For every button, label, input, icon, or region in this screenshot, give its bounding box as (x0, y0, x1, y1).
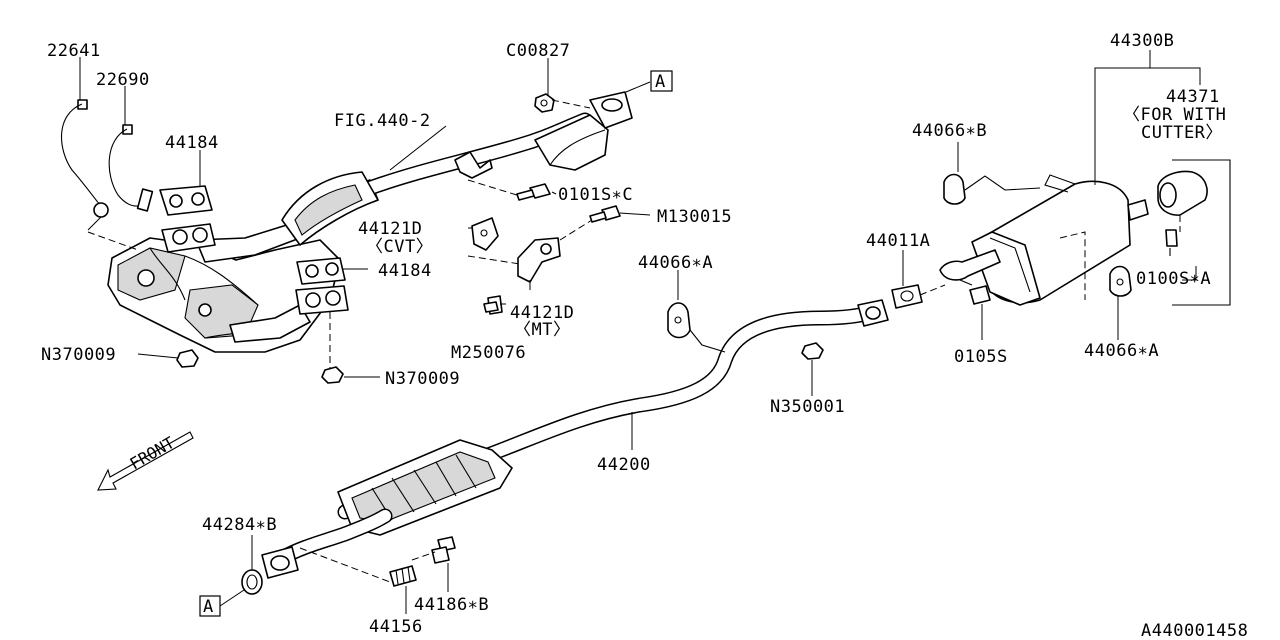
nut-n370009-mid (321, 366, 344, 384)
label-nut-top: C00827 (506, 41, 570, 61)
ref-top-label: A (655, 72, 666, 92)
hanger-44066-b (943, 173, 1041, 205)
pipe-flange-front (261, 546, 299, 579)
label-hanger-b: 44066∗B (912, 121, 987, 141)
bracket-cvt (471, 217, 499, 251)
label-hanger-a-center: 44066∗A (638, 253, 713, 273)
diagram-id: A440001458 (1141, 621, 1248, 640)
exhaust-manifold (107, 237, 341, 353)
label-cutter: 44371 (1166, 87, 1220, 107)
pipe-flange-rear (857, 299, 889, 327)
label-bolt-44186: 44186∗B (414, 595, 489, 615)
label-stud: M250076 (451, 343, 526, 363)
label-hanger-a-rear: 44066∗A (1084, 341, 1159, 361)
label-spring: 44156 (369, 617, 423, 637)
label-bolt-0100: 0100S∗A (1136, 269, 1211, 289)
leader-lines (79, 50, 1201, 614)
label-bolt-0105: 0105S (954, 347, 1008, 367)
cutter-group-box (1157, 159, 1231, 306)
hanger-44066-a-rear (1109, 265, 1132, 297)
gasket-44011a (891, 284, 923, 309)
label-sensor-rear: 22690 (96, 70, 150, 90)
label-gasket-44011: 44011A (866, 231, 930, 251)
gasket-44284-b (241, 569, 263, 595)
manifold-gasket-lower (296, 257, 346, 285)
flange-dash-line (919, 284, 946, 296)
nut-c00827 (534, 93, 591, 113)
label-gasket-upper: 44184 (165, 133, 219, 153)
bolt-0101s-c (516, 183, 551, 201)
front-direction-arrow: FRONT (97, 431, 194, 491)
label-bolt-c: 0101S∗C (558, 185, 633, 205)
upper-catalytic-converter (534, 91, 633, 171)
spring-44156 (389, 565, 417, 587)
label-nut-mid: N370009 (385, 369, 460, 389)
label-nut-center: N350001 (770, 397, 845, 417)
bolt-44186-b (431, 536, 456, 564)
nut-n370009-left (176, 349, 199, 368)
assembly-dash-lines (87, 179, 1181, 583)
ref-box-bottom: A (199, 589, 245, 617)
label-bracket-cvt: 44121D (358, 219, 422, 239)
label-bracket-mt: 44121D (510, 303, 574, 323)
label-cutter-note-2: CUTTER〉 (1141, 123, 1223, 143)
label-nut-left: N370009 (41, 345, 116, 365)
oxygen-sensor-front (61, 99, 109, 231)
ref-box-top: A (625, 70, 673, 93)
label-bracket-mt-note: 〈MT〉 (514, 320, 570, 340)
front-label: FRONT (127, 433, 179, 474)
label-gasket-44284: 44284∗B (202, 515, 277, 535)
manifold-flange-upper (161, 223, 216, 253)
manifold-gasket-upper (159, 185, 213, 216)
muffler (939, 174, 1149, 306)
label-fig-ref: FIG.440-2 (334, 111, 431, 131)
oxygen-sensor-rear (108, 124, 154, 212)
label-bracket-cvt-note: 〈CVT〉 (366, 237, 433, 257)
bolt-0105s (959, 279, 991, 305)
nut-n350001 (801, 342, 824, 360)
bolt-m130015 (589, 205, 621, 223)
label-gasket-lower: 44184 (378, 261, 432, 281)
label-bolt-m: M130015 (657, 207, 732, 227)
bracket-mt (517, 237, 561, 283)
front-catalytic-converter (281, 171, 379, 246)
ref-bottom-label: A (203, 597, 214, 617)
label-cutter-note-1: 〈FOR WITH (1123, 105, 1226, 125)
label-center-pipe: 44200 (597, 455, 651, 475)
stud-m250076 (483, 295, 503, 315)
part-labels: 22641 22690 44184 44184 FIG.440-2 C00827… (41, 31, 1248, 640)
center-pipe-front-section (274, 508, 393, 566)
manifold-flange-lower (295, 285, 349, 315)
label-sensor-front: 22641 (47, 41, 101, 61)
label-muffler: 44300B (1110, 31, 1174, 51)
hanger-44066-a-center (667, 302, 726, 353)
